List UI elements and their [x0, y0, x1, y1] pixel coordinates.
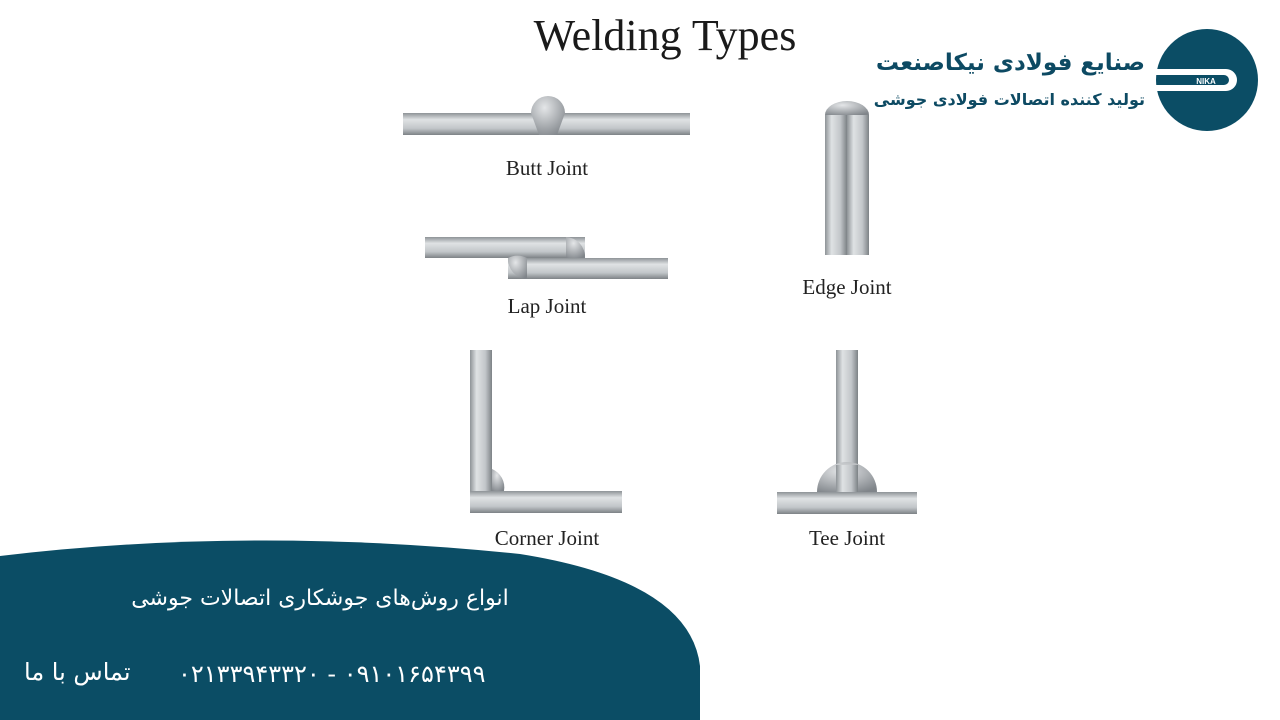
footer-heading: انواع روش‌های جوشکاری اتصالات جوشی [131, 586, 509, 611]
brand-block: صنایع فولادی نیکاصنعت تولید کننده اتصالا… [874, 50, 1145, 109]
edge-joint: Edge Joint [802, 101, 892, 299]
edge-joint-label: Edge Joint [802, 275, 891, 299]
phone-numbers[interactable]: ۰۲۱۳۳۹۴۳۳۲۰ - ۰۹۱۰۱۶۵۴۳۹۹ [178, 660, 486, 688]
footer-panel [0, 540, 700, 720]
butt-joint: Butt Joint [403, 96, 690, 180]
brand-tagline: تولید کننده اتصالات فولادی جوشی [873, 90, 1145, 109]
corner-joint-label: Corner Joint [495, 526, 600, 550]
tee-joint-label: Tee Joint [809, 526, 885, 550]
lap-joint-label: Lap Joint [508, 294, 587, 318]
nika-logo-icon: NIKA [1156, 29, 1258, 131]
corner-joint: Corner Joint [470, 350, 622, 550]
contact-label[interactable]: تماس با ما [24, 658, 131, 686]
brand-name: صنایع فولادی نیکاصنعت [875, 50, 1145, 76]
butt-joint-label: Butt Joint [506, 156, 588, 180]
logo-text: NIKA [1196, 77, 1216, 86]
tee-joint: Tee Joint [777, 350, 917, 550]
lap-joint: Lap Joint [425, 237, 668, 318]
diagram-title: Welding Types [533, 11, 797, 60]
